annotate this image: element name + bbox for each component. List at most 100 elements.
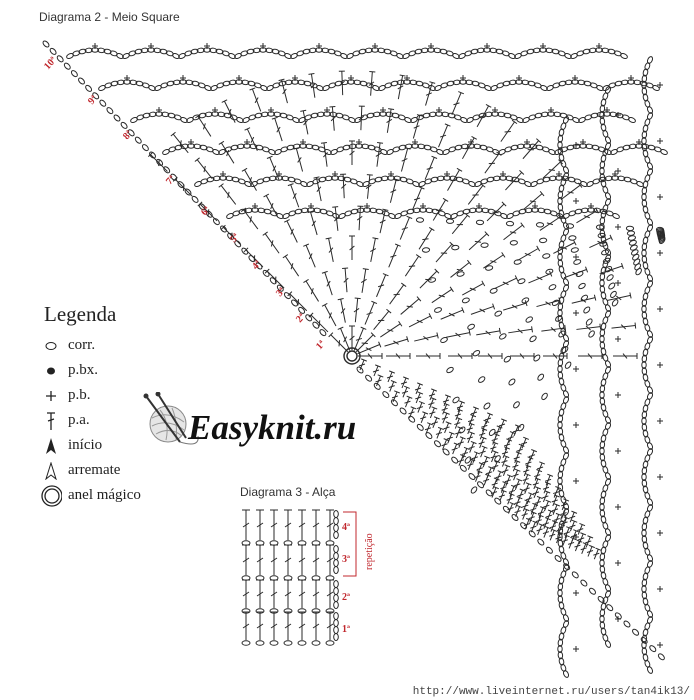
- chain-stitch: [558, 80, 567, 87]
- dc-bar: [272, 165, 277, 172]
- chain-stitch: [599, 621, 606, 630]
- chain-stitch: [246, 48, 255, 55]
- chain-stitch: [518, 208, 527, 215]
- single-crochet-stitch: [596, 43, 602, 49]
- single-crochet-stitch: [657, 82, 663, 88]
- chain-stitch: [160, 82, 169, 89]
- chain-stitch: [192, 114, 201, 121]
- chain-stitch: [602, 260, 609, 269]
- chain-stitch: [455, 176, 464, 183]
- chain-stitch: [640, 636, 648, 644]
- dc-top: [218, 183, 224, 188]
- dc-bar: [370, 248, 377, 253]
- chain-stitch: [447, 112, 456, 119]
- chain-stitch: [577, 79, 586, 86]
- chain-stitch: [433, 440, 442, 448]
- single-crochet-stitch: [412, 139, 418, 145]
- dc-bar: [349, 335, 355, 341]
- dc-bar: [466, 436, 474, 440]
- chain-stitch: [425, 432, 433, 440]
- dc-bar: [507, 436, 514, 440]
- dc-bar: [297, 157, 302, 163]
- dc-top: [382, 273, 389, 277]
- dc-bar: [451, 447, 458, 451]
- chain-stitch: [599, 509, 606, 518]
- chain-stitch: [580, 207, 589, 214]
- chain-stitch: [508, 378, 516, 386]
- dc-top: [508, 492, 515, 496]
- chain-stitch: [504, 146, 513, 153]
- single-crochet-stitch: [657, 530, 663, 536]
- strap-row-label: 2ª: [342, 592, 350, 603]
- chain-stitch: [513, 401, 520, 409]
- dc-top: [516, 505, 523, 509]
- dc-top: [555, 512, 562, 517]
- chain-stitch: [641, 304, 647, 314]
- dc-bar: [428, 393, 436, 397]
- dc-bar: [361, 342, 368, 345]
- chain-stitch: [647, 144, 656, 151]
- chain-stitch: [642, 317, 649, 326]
- chain-stitch: [319, 329, 327, 337]
- single-crochet-stitch: [573, 590, 579, 596]
- chain-stitch: [641, 591, 648, 600]
- single-crochet-stitch: [156, 107, 162, 113]
- chain-stitch: [191, 195, 199, 203]
- chain-stitch: [296, 50, 305, 57]
- dc-top: [524, 472, 531, 477]
- chain-stitch: [632, 628, 640, 636]
- chain-stitch: [456, 271, 465, 277]
- chain-stitch: [440, 82, 449, 89]
- chain-stitch: [642, 597, 649, 606]
- chain-stitch: [528, 530, 536, 538]
- dc-top: [536, 245, 541, 252]
- chain-stitch: [222, 80, 231, 87]
- chain-stitch: [311, 640, 321, 646]
- dc-top: [480, 436, 487, 440]
- chain-stitch: [584, 114, 593, 121]
- chain-stitch: [560, 234, 567, 243]
- chain-stitch: [311, 144, 320, 151]
- chain-stitch: [268, 175, 277, 182]
- dc-top: [303, 278, 309, 283]
- dc-top: [445, 421, 452, 425]
- chain-stitch: [163, 166, 171, 174]
- chain-stitch: [461, 297, 470, 304]
- chain-stitch: [641, 354, 648, 363]
- dc-bar: [323, 152, 328, 158]
- chain-stitch: [644, 510, 651, 519]
- dc-bar: [534, 474, 541, 478]
- single-crochet-stitch: [657, 250, 663, 256]
- chain-stitch: [622, 144, 631, 151]
- single-crochet-stitch: [292, 75, 298, 81]
- single-crochet-stitch: [615, 392, 621, 398]
- dc-top: [498, 327, 501, 334]
- single-crochet-stitch: [628, 75, 634, 81]
- chain-stitch: [375, 208, 384, 215]
- dc-bar: [512, 473, 519, 477]
- dc-bar: [466, 427, 473, 431]
- legend-label: p.a.: [68, 412, 90, 428]
- dc-top: [487, 412, 493, 416]
- chain-stitch: [333, 626, 339, 634]
- chain-stitch: [561, 175, 570, 182]
- chain-stitch: [557, 588, 563, 598]
- chain-stitch: [205, 210, 213, 218]
- dc-bar: [502, 469, 509, 473]
- chain-stitch: [499, 333, 507, 340]
- dc-bar: [453, 102, 460, 106]
- dc-top: [337, 298, 344, 301]
- dc-bar: [388, 385, 395, 389]
- dc-bar: [526, 497, 533, 501]
- chain-stitch: [558, 153, 565, 162]
- dc-top: [218, 140, 225, 145]
- single-crochet-stitch: [532, 203, 538, 209]
- chain-stitch: [470, 486, 478, 494]
- dc-top: [444, 123, 451, 127]
- chain-stitch: [216, 82, 225, 89]
- chain-stitch: [427, 277, 437, 283]
- chain-stitch: [327, 48, 336, 55]
- chain-stitch: [451, 456, 459, 464]
- dc-top: [501, 252, 506, 258]
- chain-stitch: [204, 111, 213, 118]
